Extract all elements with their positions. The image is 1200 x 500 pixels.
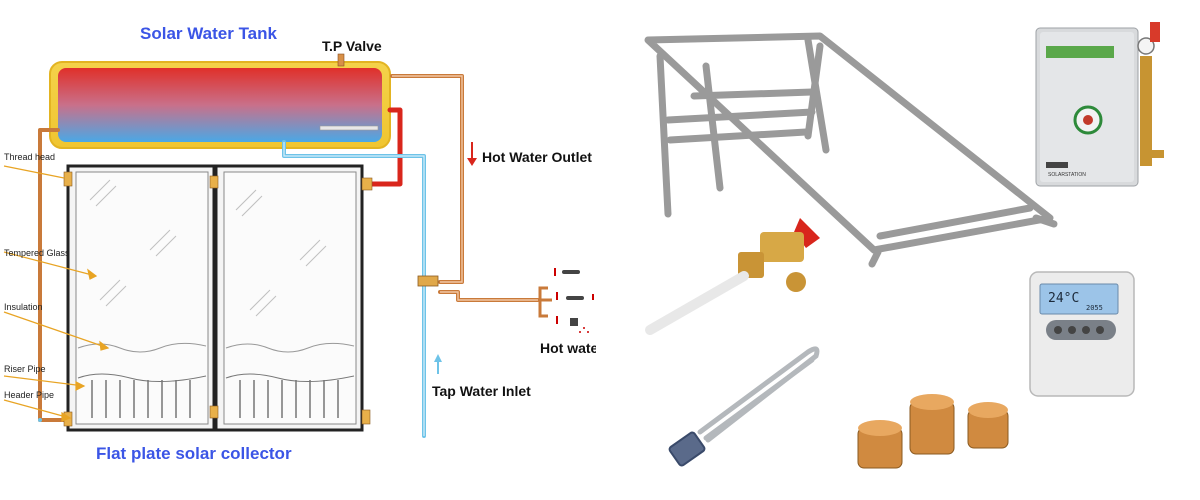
tp-valve-image: [645, 218, 820, 335]
insulation-label: Insulation: [4, 302, 43, 312]
tap-water-inlet-label: Tap Water Inlet: [432, 383, 531, 399]
header-pipe-label: Header Pipe: [4, 390, 55, 400]
heating-element-image: [668, 346, 820, 467]
station-badge: SOLARSTATION: [1048, 172, 1086, 178]
hot-pipe: [365, 107, 403, 187]
thread-head-label: Thread head: [4, 152, 56, 162]
label-leaders: [3, 165, 110, 422]
riser-pipe-label: Riser Pipe: [4, 364, 46, 374]
tp-valve-label: T.P Valve: [322, 38, 382, 54]
hot-water-outlet-arrow: [467, 142, 477, 166]
flat-plate-collector: [63, 164, 373, 432]
tempered-glass-label: Tempered Glass: [4, 248, 70, 258]
collector-title: Flat plate solar collector: [96, 444, 292, 463]
tap-water-inlet-arrow: [434, 354, 442, 374]
tp-valve: [337, 53, 345, 67]
t-fitting: [417, 275, 439, 287]
hot-water-outlet-label: Hot Water Outlet: [482, 149, 592, 165]
controller-display: 24°C: [1048, 291, 1079, 306]
mounting-frame-image: [644, 32, 1058, 268]
hot-water-label: Hot wate: [540, 340, 596, 356]
tank-title: Solar Water Tank: [140, 24, 277, 43]
diagram-drawing: [3, 53, 594, 438]
solar-water-tank: [49, 61, 391, 149]
hot-water-outlets: [538, 286, 552, 318]
pump-station-image: SOLARSTATION: [1035, 22, 1164, 187]
solar-controller-image: 24°C 2055: [1029, 271, 1135, 397]
controller-sub-display: 2055: [1086, 304, 1103, 312]
fixture-icons: [554, 268, 594, 333]
brass-fittings-image: [857, 394, 1009, 469]
